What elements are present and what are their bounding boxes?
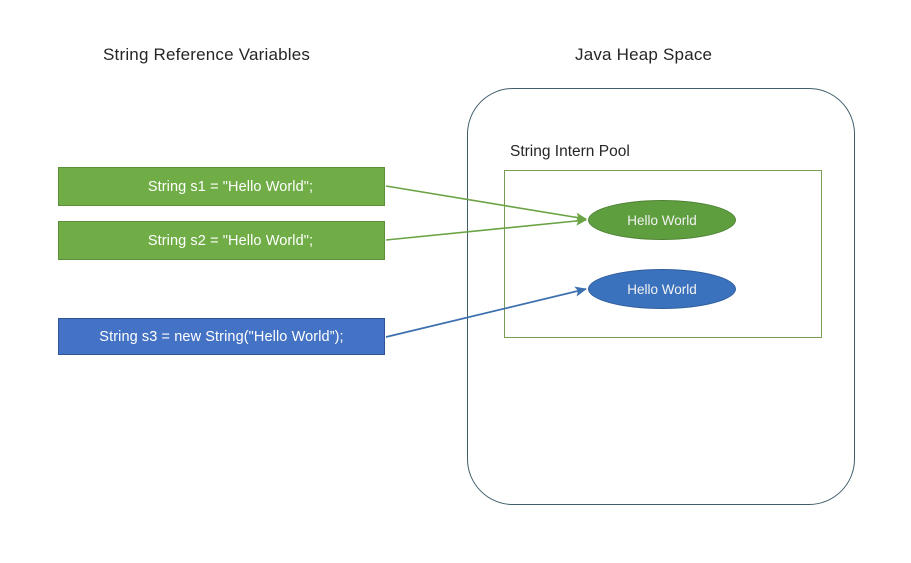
page-title-string-reference-variables: String Reference Variables xyxy=(103,45,311,64)
ref-box-s3: String s3 = new String("Hello World”); xyxy=(58,318,385,355)
heap-object-pooled-string: Hello World xyxy=(588,200,736,240)
ref-box-s1: String s1 = "Hello World"; xyxy=(58,167,385,206)
ref-box-s1-label: String s1 = "Hello World"; xyxy=(147,178,314,195)
heap-object-new-string-label: Hello World xyxy=(627,281,697,297)
ref-box-s2-label: String s2 = "Hello World"; xyxy=(147,232,314,249)
heap-object-pooled-string-label: Hello World xyxy=(627,212,697,228)
ref-box-s3-label: String s3 = new String("Hello World”); xyxy=(99,328,344,345)
string-intern-pool-box xyxy=(504,170,822,338)
heap-object-new-string: Hello World xyxy=(588,269,736,309)
page-title-java-heap-space: Java Heap Space xyxy=(575,45,713,64)
string-intern-pool-label: String Intern Pool xyxy=(510,143,630,160)
ref-box-s2: String s2 = "Hello World"; xyxy=(58,221,385,260)
